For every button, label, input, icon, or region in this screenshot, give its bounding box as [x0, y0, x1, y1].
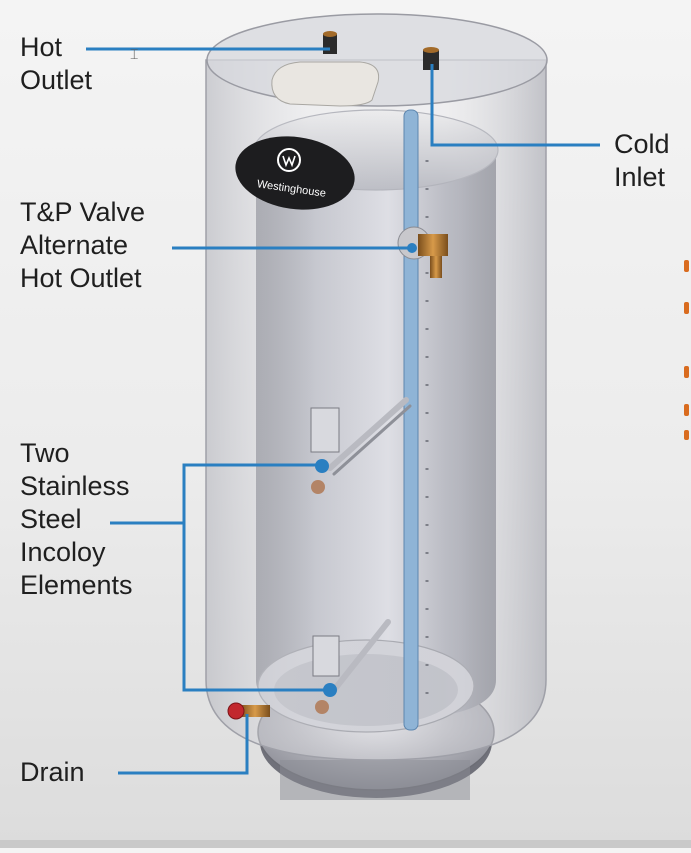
dip-tube — [403, 109, 419, 731]
edge-accent-3 — [684, 366, 689, 378]
brand-logo-icon — [277, 148, 301, 172]
tp-valve-label: T&P Valve Alternate Hot Outlet — [20, 197, 146, 293]
edge-accent-5 — [684, 430, 689, 440]
cold-inlet-label: Cold Inlet — [614, 129, 670, 192]
drain-callout — [118, 714, 249, 775]
elements-label: Two Stainless Steel Incoloy Elements — [20, 438, 133, 600]
edge-accent-2 — [684, 302, 689, 314]
cold-inlet-nipple — [423, 50, 439, 70]
edge-accent-1 — [684, 260, 689, 272]
upper-thermostat — [310, 407, 340, 453]
lower-element-flange — [315, 700, 329, 714]
base-skirt — [280, 760, 470, 800]
lower-element-rod — [331, 619, 391, 693]
callout-lines — [86, 47, 600, 775]
elements-callout-bracket — [182, 463, 330, 692]
brand-logo-w — [282, 155, 296, 168]
outer-shell — [205, 59, 547, 761]
upper-element-flange — [311, 480, 325, 494]
tp-valve-dot — [407, 243, 417, 253]
tp-valve — [418, 234, 448, 256]
cold-inlet-cap — [423, 47, 439, 53]
upper-element-dot — [315, 459, 329, 473]
cold-inlet-callout — [430, 64, 600, 147]
hot-outlet-label: Hot Outlet — [20, 32, 93, 95]
lower-thermostat — [312, 635, 340, 677]
upper-element-rod — [327, 397, 409, 471]
shell-top — [206, 13, 548, 107]
tp-valve-drain — [430, 256, 442, 278]
edge-accent-4 — [684, 404, 689, 416]
bottom-border — [0, 840, 691, 848]
brand-badge — [235, 136, 355, 210]
drain-label: Drain — [20, 757, 85, 787]
hot-outlet-cap — [323, 31, 337, 37]
upper-element-rod-2 — [332, 404, 412, 476]
lower-element-dot — [323, 683, 337, 697]
drain-valve-handle — [227, 702, 245, 720]
text-cursor-icon: ⌶ — [130, 47, 139, 63]
top-access-panel — [271, 61, 380, 107]
